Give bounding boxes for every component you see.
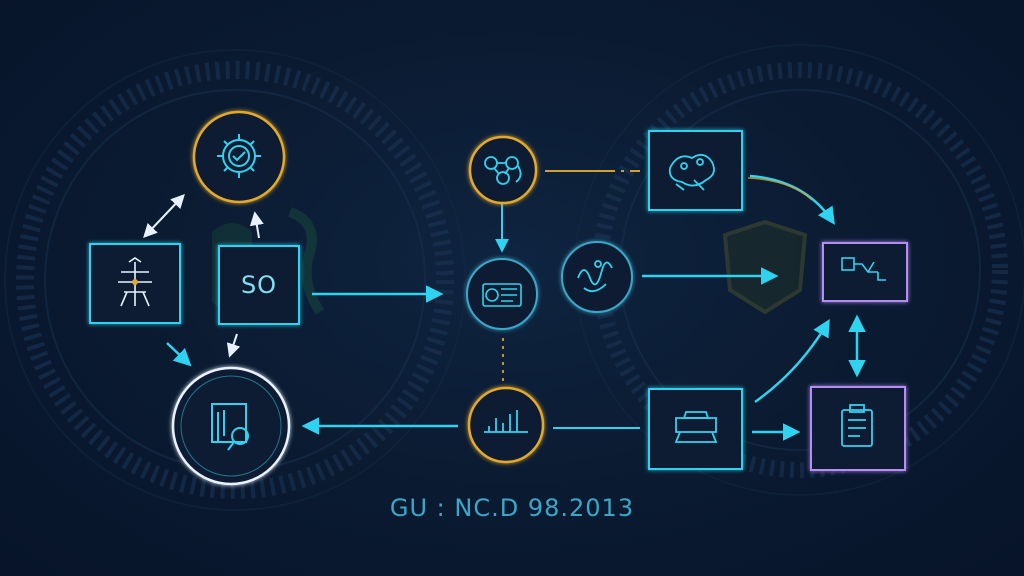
connectors xyxy=(143,170,866,441)
clipboard-report-icon xyxy=(841,404,873,447)
node-gear[interactable] xyxy=(192,110,286,204)
node-server[interactable] xyxy=(648,388,743,470)
network-icon xyxy=(484,156,522,185)
node-network[interactable] xyxy=(468,135,538,205)
tower-icon xyxy=(118,257,152,307)
signal-swirl-icon xyxy=(577,260,613,293)
node-document[interactable] xyxy=(466,258,538,330)
analysis-chart-icon xyxy=(211,403,249,451)
edge-map-analysis xyxy=(749,174,835,225)
footer-code: GU : NC.D 98.2013 xyxy=(389,494,635,522)
routing-icon xyxy=(841,257,886,281)
document-list-icon xyxy=(482,283,522,307)
node-so[interactable] xyxy=(218,245,300,325)
edge-so-bottom xyxy=(226,333,241,358)
node-analysis-circle[interactable] xyxy=(171,366,291,486)
node-clipboard[interactable] xyxy=(810,386,906,471)
edge-tower-bottom xyxy=(166,342,192,367)
node-chart[interactable] xyxy=(467,386,545,464)
node-purple-panel[interactable] xyxy=(822,242,908,302)
so-box-label: SO xyxy=(240,271,278,299)
edge-tower-gear xyxy=(143,193,185,239)
node-tower[interactable] xyxy=(89,243,181,324)
map-pins-icon xyxy=(668,153,715,191)
bar-chart-icon xyxy=(484,410,528,433)
server-stack-icon xyxy=(674,411,718,443)
edge-so-gear xyxy=(249,211,264,239)
edge-server-analysis xyxy=(754,318,830,404)
gear-check-icon xyxy=(217,134,261,178)
shield-icon xyxy=(722,219,808,315)
node-map[interactable] xyxy=(648,130,743,211)
node-signal[interactable] xyxy=(561,241,633,313)
